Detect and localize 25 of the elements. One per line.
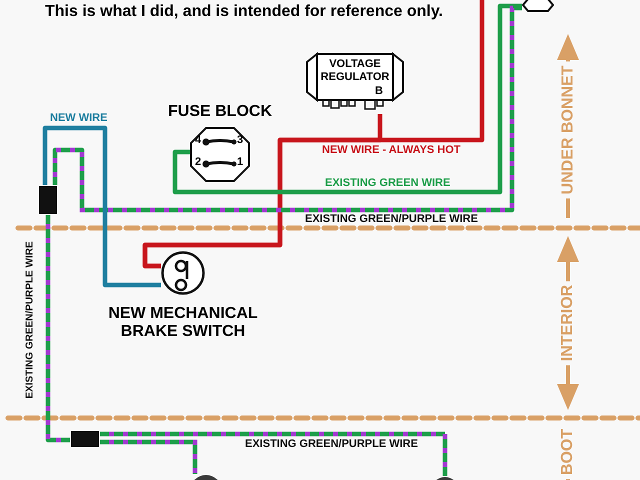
edge-label: EXISTING GREEN/PURPLE WIRE: [305, 213, 478, 225]
connector-block: [38, 185, 58, 215]
terminal-label: B: [375, 85, 383, 97]
wire: [172, 4, 522, 194]
component-label: VOLTAGE REGULATOR: [320, 58, 390, 84]
component-symbol: [522, 0, 554, 12]
terminal-number: 2: [195, 156, 202, 168]
wire: [52, 6, 522, 212]
component-label: FUSE BLOCK: [167, 103, 273, 121]
terminal-number: 4: [195, 134, 202, 146]
wire: [46, 215, 70, 442]
edge-label: EXISTING GREEN/PURPLE WIRE: [24, 241, 36, 399]
terminal-number: 3: [237, 134, 244, 146]
edge-label: EXISTING GREEN WIRE: [325, 177, 450, 189]
note-text: This is what I did, and is intended for reference only.: [45, 2, 443, 22]
connector-block: [70, 430, 100, 448]
component-label: NEW MECHANICAL BRAKE SWITCH: [107, 305, 259, 341]
wire: [100, 432, 448, 476]
edge-label: EXISTING GREEN/PURPLE WIRE: [245, 438, 418, 450]
edge-label: NEW WIRE: [50, 112, 108, 124]
edge-label: NEW WIRE - ALWAYS HOT: [322, 144, 461, 156]
wire: [42, 126, 161, 288]
terminal-number: 1: [237, 156, 244, 168]
wire: [142, 0, 484, 268]
wire: [100, 440, 198, 474]
